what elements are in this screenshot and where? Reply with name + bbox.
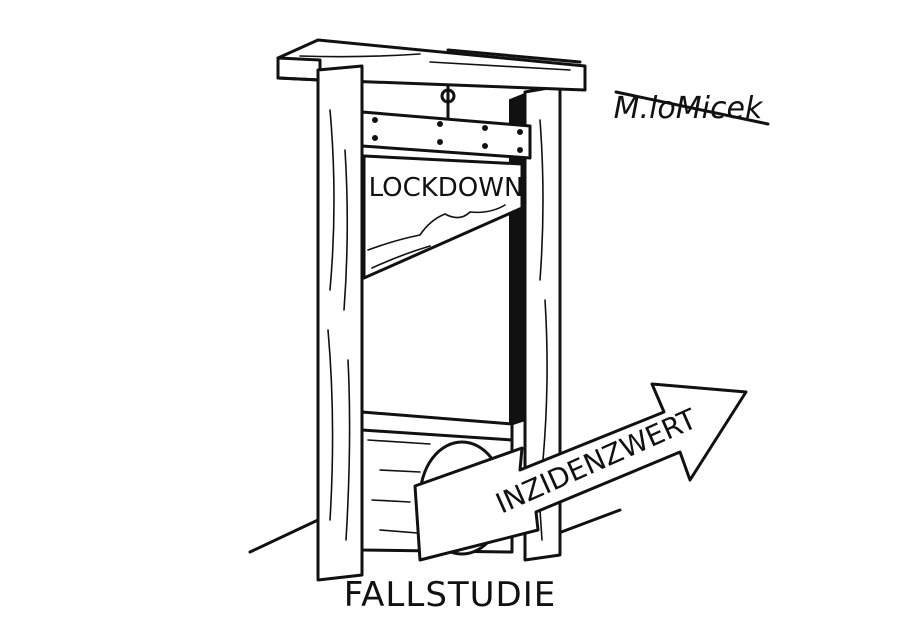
inzidenzwert-arrow: INZIDENZWERT: [413, 382, 748, 562]
guillotine-blade: LOCKDOWN: [362, 154, 524, 280]
guillotine-left-post: [316, 64, 364, 582]
caption-text: FALLSTUDIE: [343, 575, 557, 615]
blade-label: LOCKDOWN: [369, 173, 524, 203]
blade-holder: [360, 84, 532, 160]
artist-signature: M.loMicek: [614, 90, 770, 126]
caption-container: FALLSTUDIE: [0, 575, 900, 615]
